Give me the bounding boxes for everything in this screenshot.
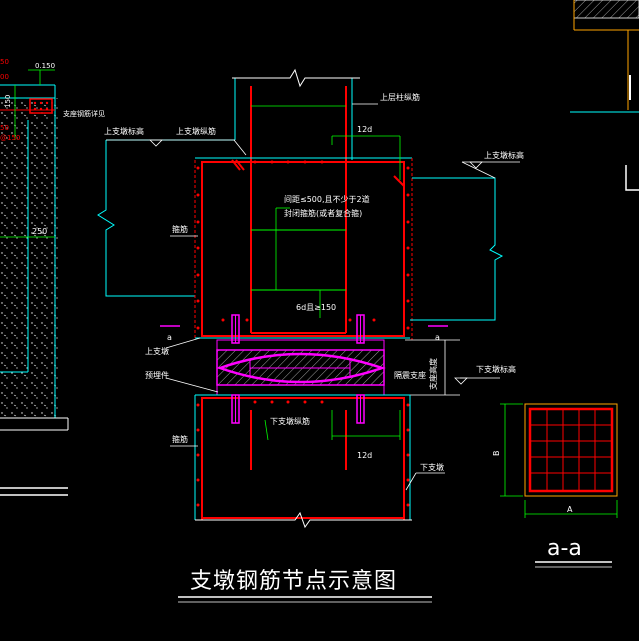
label-bearing-height: 支座高度 bbox=[428, 358, 438, 390]
section-label: a-a bbox=[547, 536, 582, 561]
left-dim-250: 250 bbox=[32, 227, 47, 236]
label-stirrup-lower: 箍筋 bbox=[172, 434, 188, 444]
label-lower-support-rebar: 下支墩纵筋 bbox=[270, 416, 310, 426]
title-block: 支墩钢筋节点示意图 bbox=[178, 569, 432, 603]
label-dim-B: B bbox=[492, 451, 501, 457]
lower-support bbox=[194, 394, 412, 529]
top-break-line bbox=[232, 68, 360, 88]
label-upper-support-rebar: 上支墩纵筋 bbox=[176, 126, 216, 136]
label-12d-top: 12d bbox=[357, 125, 372, 134]
left-label-1: 00 bbox=[0, 73, 9, 81]
label-spacing-note-2: 封闭箍筋(或者复合箍) bbox=[284, 208, 362, 218]
left-dim-label-3: @150 bbox=[0, 134, 20, 142]
label-upper-support: 上支墩 bbox=[145, 346, 169, 356]
label-6d: 6d且≥150 bbox=[296, 303, 336, 312]
label-marker-a-left: a bbox=[167, 333, 172, 342]
left-rebar-box bbox=[29, 98, 53, 114]
left-label-right: 支座钢筋详见 bbox=[63, 109, 105, 118]
label-lower-support-elev: 下支墩标高 bbox=[476, 364, 516, 374]
drawing-title: 支墩钢筋节点示意图 bbox=[190, 569, 397, 594]
label-marker-a-right: a bbox=[435, 333, 440, 342]
label-upper-support-elev-right: 上支墩标高 bbox=[484, 150, 524, 160]
left-elev-top: 0.150 bbox=[35, 62, 55, 70]
left-partial-detail: 50 00 0.150 150 50 @150 支座钢筋详见 250 bbox=[0, 58, 105, 496]
upper-side-rebar-dots bbox=[196, 160, 410, 330]
label-stirrup: 箍筋 bbox=[172, 224, 188, 234]
label-lower-support: 下支墩 bbox=[420, 462, 444, 472]
upper-stirrup bbox=[201, 161, 405, 337]
section-a-a: B A a-a bbox=[492, 403, 618, 568]
upper-column bbox=[232, 68, 360, 334]
left-concrete-hatch bbox=[0, 98, 58, 418]
label-dim-A: A bbox=[567, 505, 573, 514]
label-spacing-note: 间距≤500,且不少于2道 bbox=[284, 194, 370, 204]
label-upper-rebar: 上层柱纵筋 bbox=[380, 92, 420, 102]
bearing-core bbox=[216, 352, 386, 384]
isolation-bearing bbox=[216, 339, 460, 396]
top-right-partial bbox=[570, 0, 639, 191]
labels: 上层柱纵筋 上支墩标高 上支墩纵筋 上支墩标高 12d 间距≤500,且不少于2… bbox=[104, 92, 524, 472]
label-embedded-part: 预埋件 bbox=[145, 370, 169, 380]
left-label-top-small: 50 bbox=[0, 58, 9, 66]
leaders bbox=[106, 103, 520, 491]
lower-side-rebar-dots bbox=[196, 400, 410, 507]
label-upper-support-elev: 上支墩标高 bbox=[104, 126, 144, 136]
label-12d-bottom: 12d bbox=[357, 451, 372, 460]
section-outline bbox=[524, 403, 618, 497]
left-label-2: 50 bbox=[0, 124, 9, 132]
left-dim-label-1: 150 bbox=[4, 95, 12, 108]
upper-anchor-bolts bbox=[221, 314, 376, 344]
label-bearing: 隔震支座 bbox=[394, 370, 426, 380]
bottom-break-line bbox=[195, 511, 412, 529]
